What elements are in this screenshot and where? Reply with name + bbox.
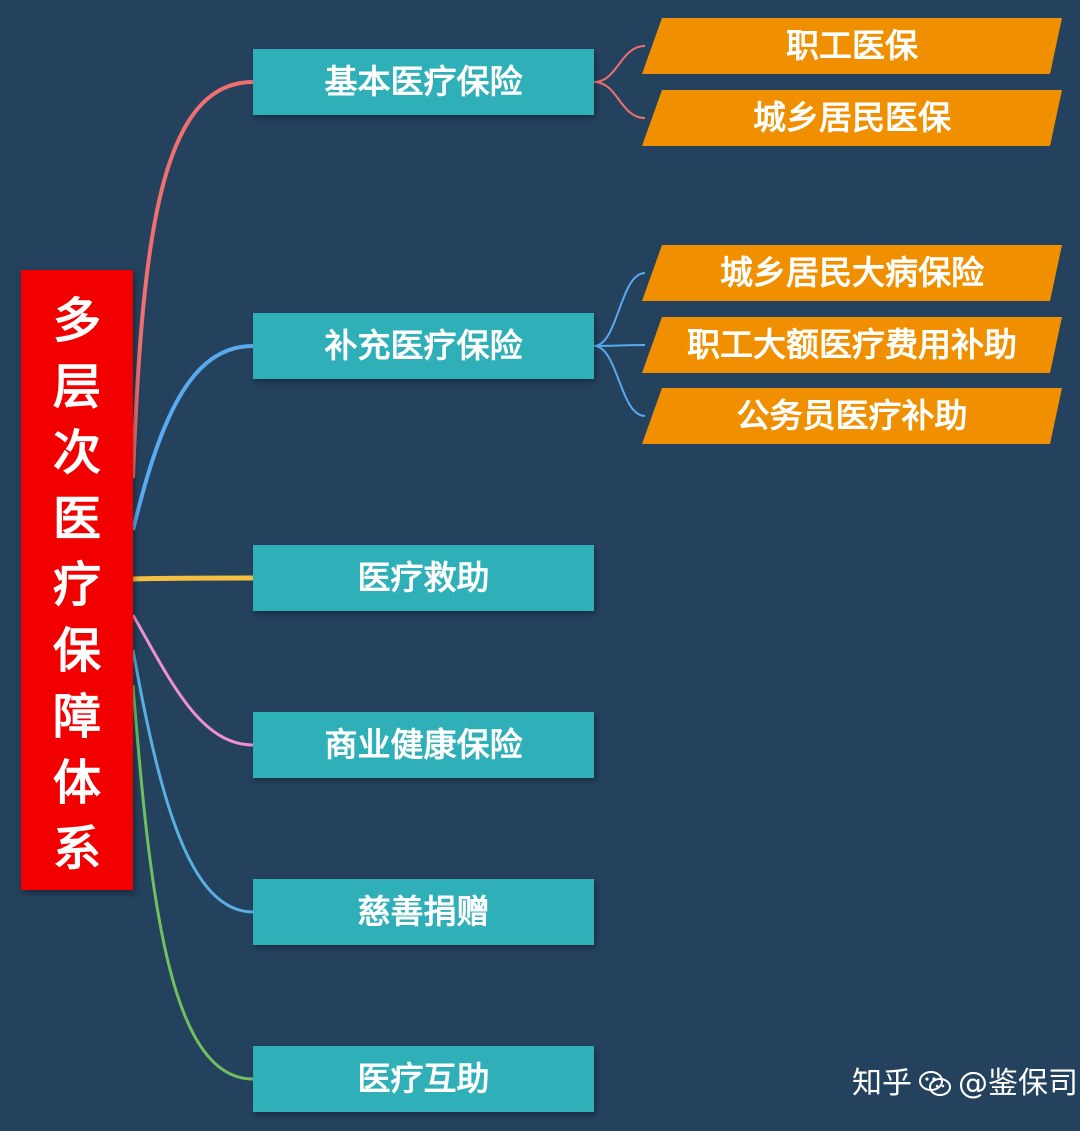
root-node[interactable]: 多层次医疗保障体系 — [21, 270, 133, 890]
connector-root-branch-4 — [131, 614, 254, 747]
connector-root-branch-5 — [131, 649, 254, 914]
watermark-author: @鉴保司 — [958, 1066, 1078, 1101]
connector-branch1-leaf-2 — [593, 81, 646, 119]
connector-branch2-leaf-3 — [593, 345, 646, 417]
branch-medical-assistance[interactable]: 医疗救助 — [253, 545, 594, 611]
leaf-urban-rural-resident-medical-insurance[interactable]: 城乡居民医保 — [642, 90, 1062, 146]
connector-root-branch-6 — [131, 684, 254, 1081]
leaf-employee-medical-insurance[interactable]: 职工医保 — [642, 18, 1062, 74]
connector-root-branch-2 — [131, 344, 254, 531]
branch-commercial-health-insurance[interactable]: 商业健康保险 — [253, 712, 594, 778]
connector-root-branch-3 — [132, 575, 254, 582]
branch-basic-medical-insurance[interactable]: 基本医疗保险 — [253, 49, 594, 115]
branch-supplementary-medical-insurance[interactable]: 补充医疗保险 — [253, 313, 594, 379]
leaf-employee-large-medical-expense-subsidy[interactable]: 职工大额医疗费用补助 — [642, 317, 1062, 373]
branch-charitable-donation[interactable]: 慈善捐赠 — [253, 879, 594, 945]
branch-medical-mutual-aid[interactable]: 医疗互助 — [253, 1046, 594, 1112]
root-node-label: 多层次医疗保障体系 — [52, 293, 101, 877]
leaf-resident-critical-illness-insurance[interactable]: 城乡居民大病保险 — [642, 245, 1062, 301]
connector-root-branch-1 — [131, 80, 254, 479]
connector-branch2-leaf-2 — [593, 344, 646, 347]
watermark-site: 知乎 — [852, 1066, 912, 1101]
watermark: 知乎 @鉴保司 — [852, 1062, 1078, 1106]
wechat-icon — [919, 1071, 951, 1096]
leaf-civil-servant-medical-subsidy[interactable]: 公务员医疗补助 — [642, 388, 1062, 444]
connector-branch2-leaf-1 — [593, 272, 646, 347]
connector-branch1-leaf-1 — [593, 45, 646, 83]
